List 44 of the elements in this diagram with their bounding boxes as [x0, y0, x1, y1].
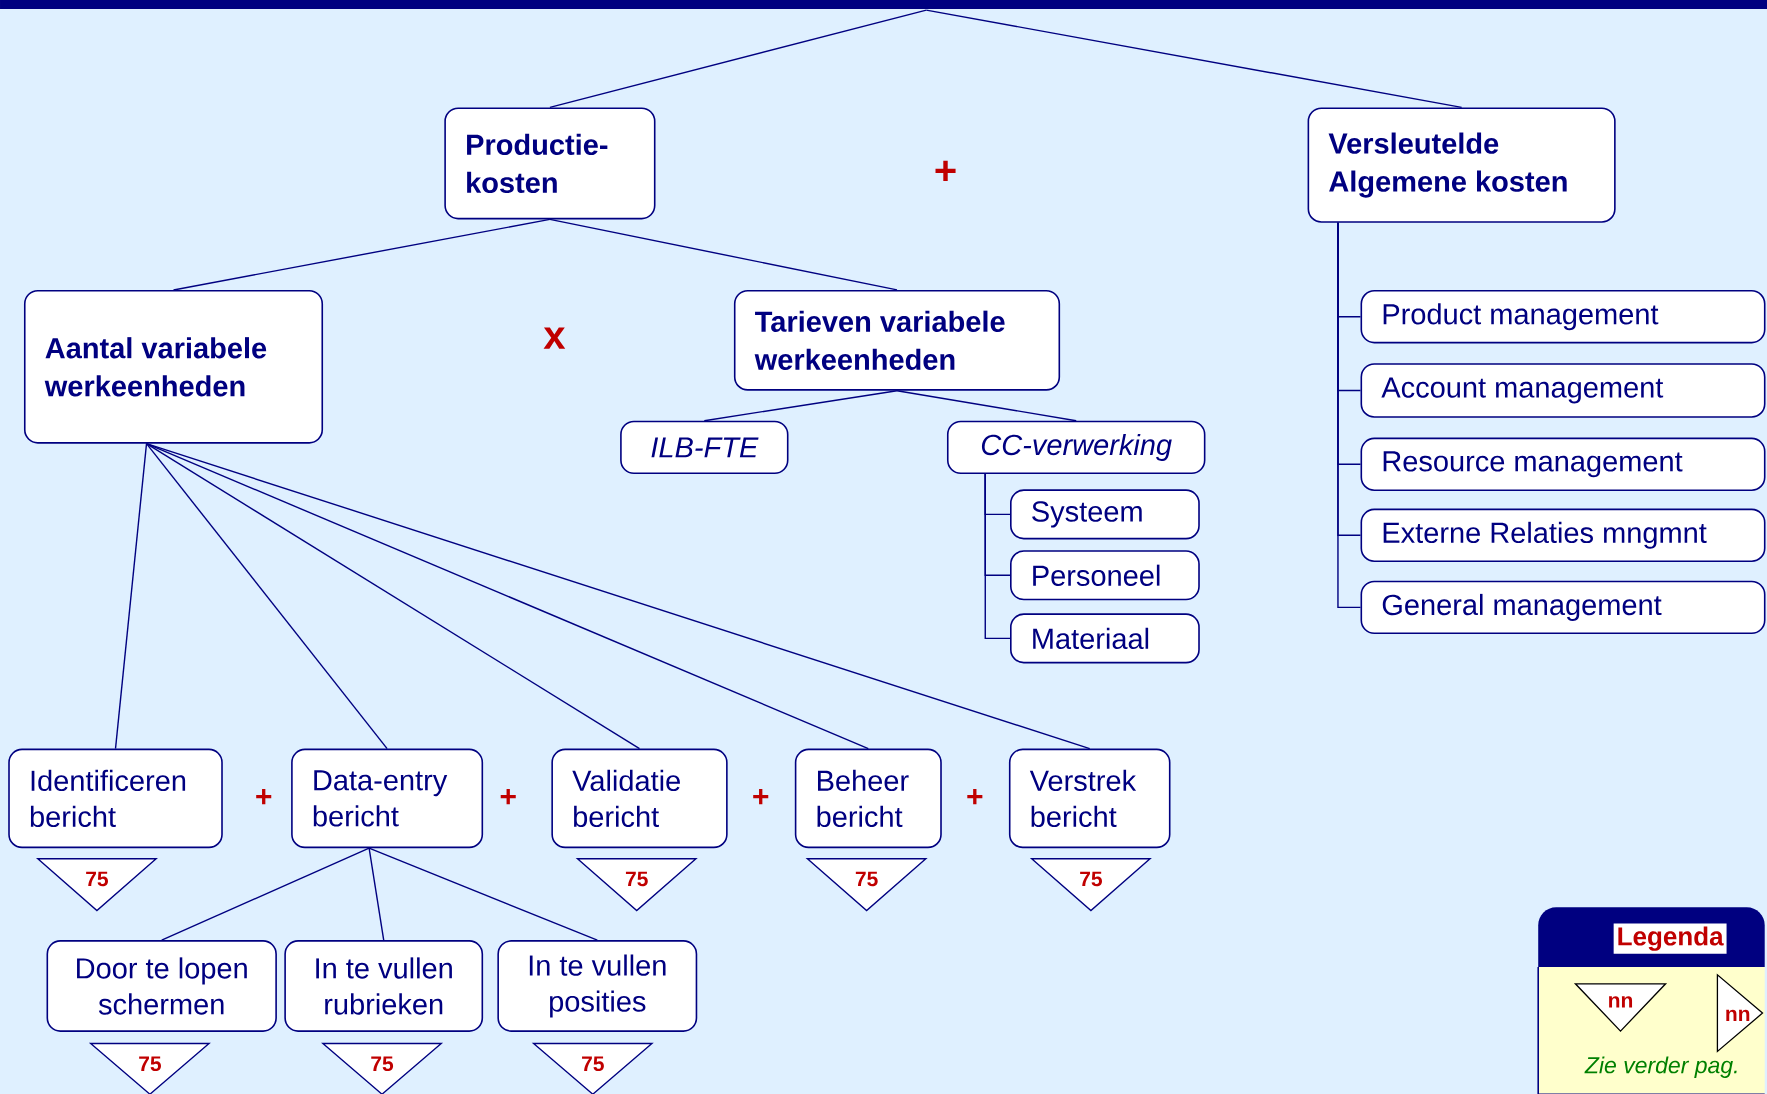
item-box: Data-entry bericht	[291, 748, 484, 849]
item-box: Door te lopen schermen	[46, 940, 277, 1032]
connector-line	[703, 390, 898, 422]
connector-line	[368, 847, 598, 941]
item-box: Beheer bericht	[794, 748, 942, 849]
connector-line	[145, 442, 388, 750]
subcategory-box: ILB-FTE	[620, 420, 789, 475]
item-box: Resource management	[1360, 437, 1766, 491]
item-box: Externe Relaties mngmnt	[1360, 508, 1766, 562]
node-label: Legenda	[1618, 926, 1724, 951]
item-box: Verstrek bericht	[1008, 748, 1171, 849]
operator-sign: x	[543, 327, 566, 349]
category-box: Productie- kosten	[444, 107, 656, 220]
connector-line	[925, 9, 1463, 109]
connector-line	[172, 218, 551, 291]
category-box: Aantal variabele werkeenheden	[23, 289, 324, 444]
operator-sign: +	[967, 789, 983, 805]
category-box: Tarieven variabele werkeenheden	[733, 289, 1061, 391]
item-box: Systeem	[1010, 489, 1200, 540]
item-box: Personeel	[1010, 550, 1200, 601]
item-box: Materiaal	[1010, 613, 1200, 664]
item-box: Account management	[1360, 363, 1766, 418]
item-box: In te vullen rubrieken	[284, 940, 484, 1032]
operator-sign: +	[256, 789, 272, 805]
connector-line	[549, 218, 898, 291]
operator-sign: +	[753, 789, 769, 805]
connector-line	[984, 473, 1011, 640]
connector-line	[114, 442, 148, 750]
connector-line	[161, 847, 370, 941]
item-box: Identificeren bericht	[8, 748, 223, 849]
item-box: General management	[1360, 580, 1766, 635]
subcategory-box: CC-verwerking	[946, 420, 1206, 475]
connector-line	[145, 442, 1091, 750]
connector-line	[145, 442, 641, 750]
connector-line	[896, 390, 1077, 422]
operator-sign: +	[935, 160, 956, 181]
connector-line	[368, 847, 385, 941]
category-box: Versleutelde Algemene kosten	[1307, 107, 1616, 223]
operator-sign: +	[500, 789, 516, 805]
item-box: In te vullen posities	[497, 940, 698, 1032]
connector-line	[1337, 222, 1362, 609]
item-box: Product management	[1360, 290, 1766, 344]
connector-line	[549, 9, 927, 109]
item-box: Validatie bericht	[551, 748, 728, 849]
